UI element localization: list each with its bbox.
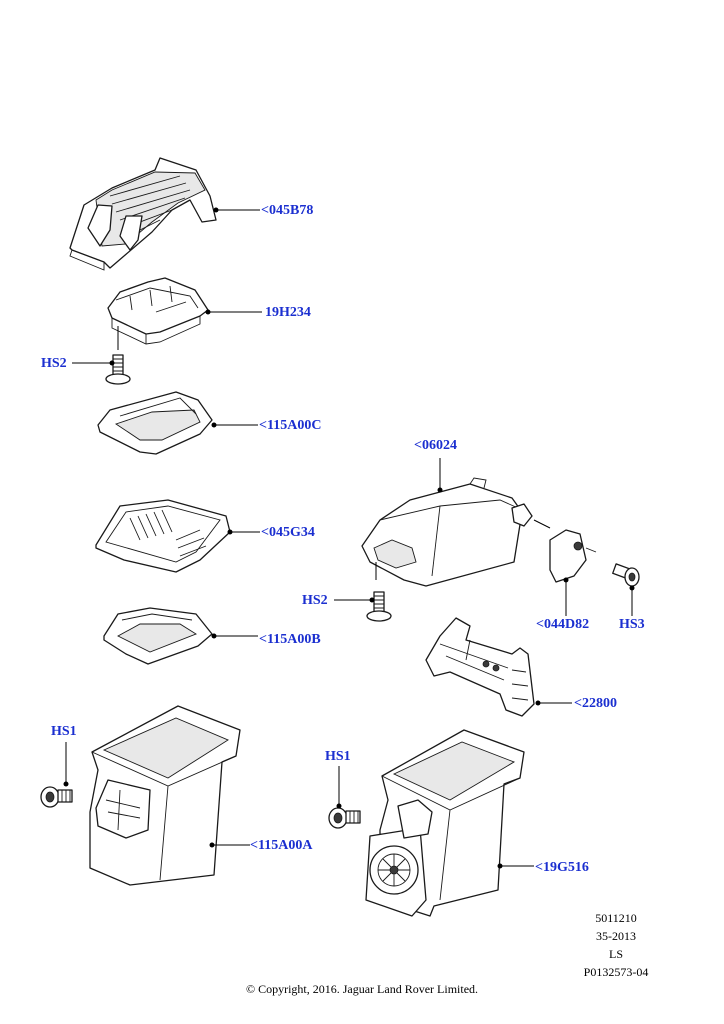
callout-hs2-mid[interactable]: HS2 — [302, 593, 328, 608]
callout-hs2-top[interactable]: HS2 — [41, 356, 67, 371]
leader-045G34 — [227, 529, 260, 535]
callout-22800[interactable]: <22800 — [574, 696, 617, 711]
part-06024-armrest[interactable] — [361, 477, 533, 587]
leader-hs2-top — [72, 360, 115, 366]
leader-045B78 — [213, 207, 260, 213]
part-19H234-bracket[interactable] — [107, 277, 209, 345]
hs2-mid-screw[interactable] — [366, 591, 392, 622]
leader-hs2-mid — [334, 597, 375, 603]
part-115A00A-box[interactable] — [89, 705, 241, 886]
part-22800-mechanism[interactable] — [425, 617, 535, 717]
copyright-notice: © Copyright, 2016. Jaguar Land Rover Lim… — [245, 982, 479, 996]
leader-115A00C — [211, 422, 258, 428]
part-115A00B-tray[interactable] — [103, 607, 213, 665]
meta-line-1: 5011210 — [595, 911, 637, 925]
hs1-left-screw[interactable] — [40, 786, 73, 808]
hs1-right-screw[interactable] — [328, 807, 361, 829]
part-115A00C-tray[interactable] — [97, 391, 213, 455]
callout-044D82[interactable]: <044D82 — [536, 617, 590, 632]
meta-line-2: 35-2013 — [596, 929, 636, 943]
meta-line-4: P0132573-04 — [583, 965, 649, 979]
leader-06024 — [375, 458, 551, 580]
leader-19G516 — [497, 863, 534, 869]
leader-hs3 — [629, 585, 635, 616]
callout-115A00A[interactable]: <115A00A — [250, 838, 313, 853]
part-045G34-mat[interactable] — [95, 499, 231, 573]
callout-19G516[interactable]: <19G516 — [535, 860, 589, 875]
callout-115A00B[interactable]: <115A00B — [259, 632, 321, 647]
callout-19H234[interactable]: 19H234 — [265, 305, 311, 320]
callout-06024[interactable]: <06024 — [414, 438, 457, 453]
callout-045B78[interactable]: <045B78 — [261, 203, 314, 218]
part-044D82-hinge-cover[interactable] — [549, 529, 597, 583]
leader-22800 — [535, 700, 572, 706]
leader-hs1-left — [63, 742, 69, 787]
part-19G516-box[interactable] — [365, 729, 525, 917]
callout-hs3[interactable]: HS3 — [619, 617, 645, 632]
callout-hs1-left[interactable]: HS1 — [51, 724, 77, 739]
leader-115A00A — [209, 842, 250, 848]
hs3-screw[interactable] — [612, 563, 640, 587]
leader-115A00B — [211, 633, 258, 639]
part-045B78-cover[interactable] — [69, 157, 217, 271]
hs2-top-screw[interactable] — [105, 326, 131, 385]
leader-hs1-right — [336, 766, 342, 809]
leader-19H234 — [205, 309, 262, 315]
meta-line-3: LS — [608, 947, 623, 961]
callout-115A00C[interactable]: <115A00C — [259, 418, 322, 433]
callout-hs1-right[interactable]: HS1 — [325, 749, 351, 764]
callout-045G34[interactable]: <045G34 — [261, 525, 315, 540]
leader-044D82 — [563, 577, 569, 616]
